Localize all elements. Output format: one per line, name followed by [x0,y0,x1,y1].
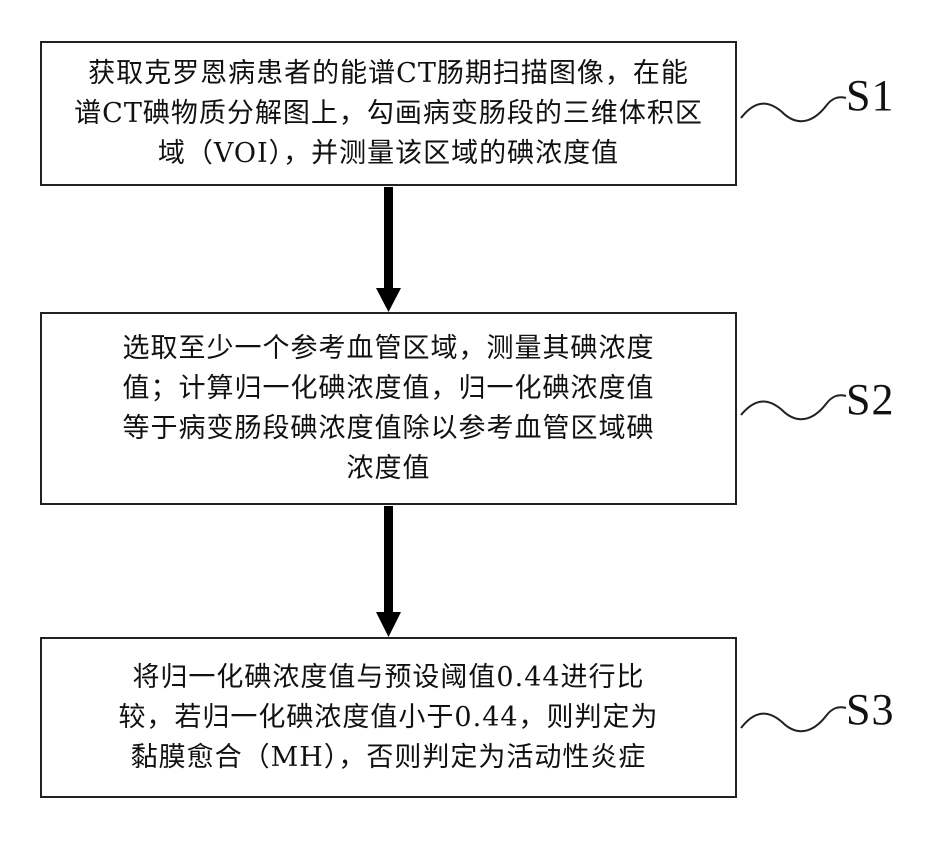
step-label-s3: S3 [846,686,894,734]
step-s3-line-3: 黏膜愈合（MH），否则判定为活动性炎症 [131,738,647,778]
step-box-s2: 选取至少一个参考血管区域，测量其碘浓度 值；计算归一化碘浓度值，归一化碘浓度值 … [40,312,737,505]
step-label-s2: S2 [846,376,894,424]
arrow-s1-to-s2 [376,187,401,312]
step-s2-line-4: 浓度值 [347,449,431,489]
leader-wave-s2 [741,395,846,419]
step-box-s1: 获取克罗恩病患者的能谱CT肠期扫描图像，在能 谱CT碘物质分解图上，勾画病变肠段… [40,41,737,186]
step-s1-line-3: 域（VOI），并测量该区域的碘浓度值 [158,134,619,174]
step-s2-line-3: 等于病变肠段碘浓度值除以参考血管区域碘 [123,409,655,449]
step-s1-line-1: 获取克罗恩病患者的能谱CT肠期扫描图像，在能 [88,54,689,94]
step-label-s1: S1 [846,72,894,120]
arrow-s2-to-s3 [376,506,401,637]
step-box-s3: 将归一化碘浓度值与预设阈值0.44进行比 较，若归一化碘浓度值小于0.44，则判… [40,637,737,798]
step-s2-line-1: 选取至少一个参考血管区域，测量其碘浓度 [123,329,655,369]
step-s2-line-2: 值；计算归一化碘浓度值，归一化碘浓度值 [123,369,655,409]
step-s1-line-2: 谱CT碘物质分解图上，勾画病变肠段的三维体积区 [74,94,703,134]
step-s3-line-1: 将归一化碘浓度值与预设阈值0.44进行比 [132,658,644,698]
step-s3-line-2: 较，若归一化碘浓度值小于0.44，则判定为 [118,698,658,738]
leader-wave-s3 [741,707,846,731]
leader-wave-s1 [741,97,846,121]
